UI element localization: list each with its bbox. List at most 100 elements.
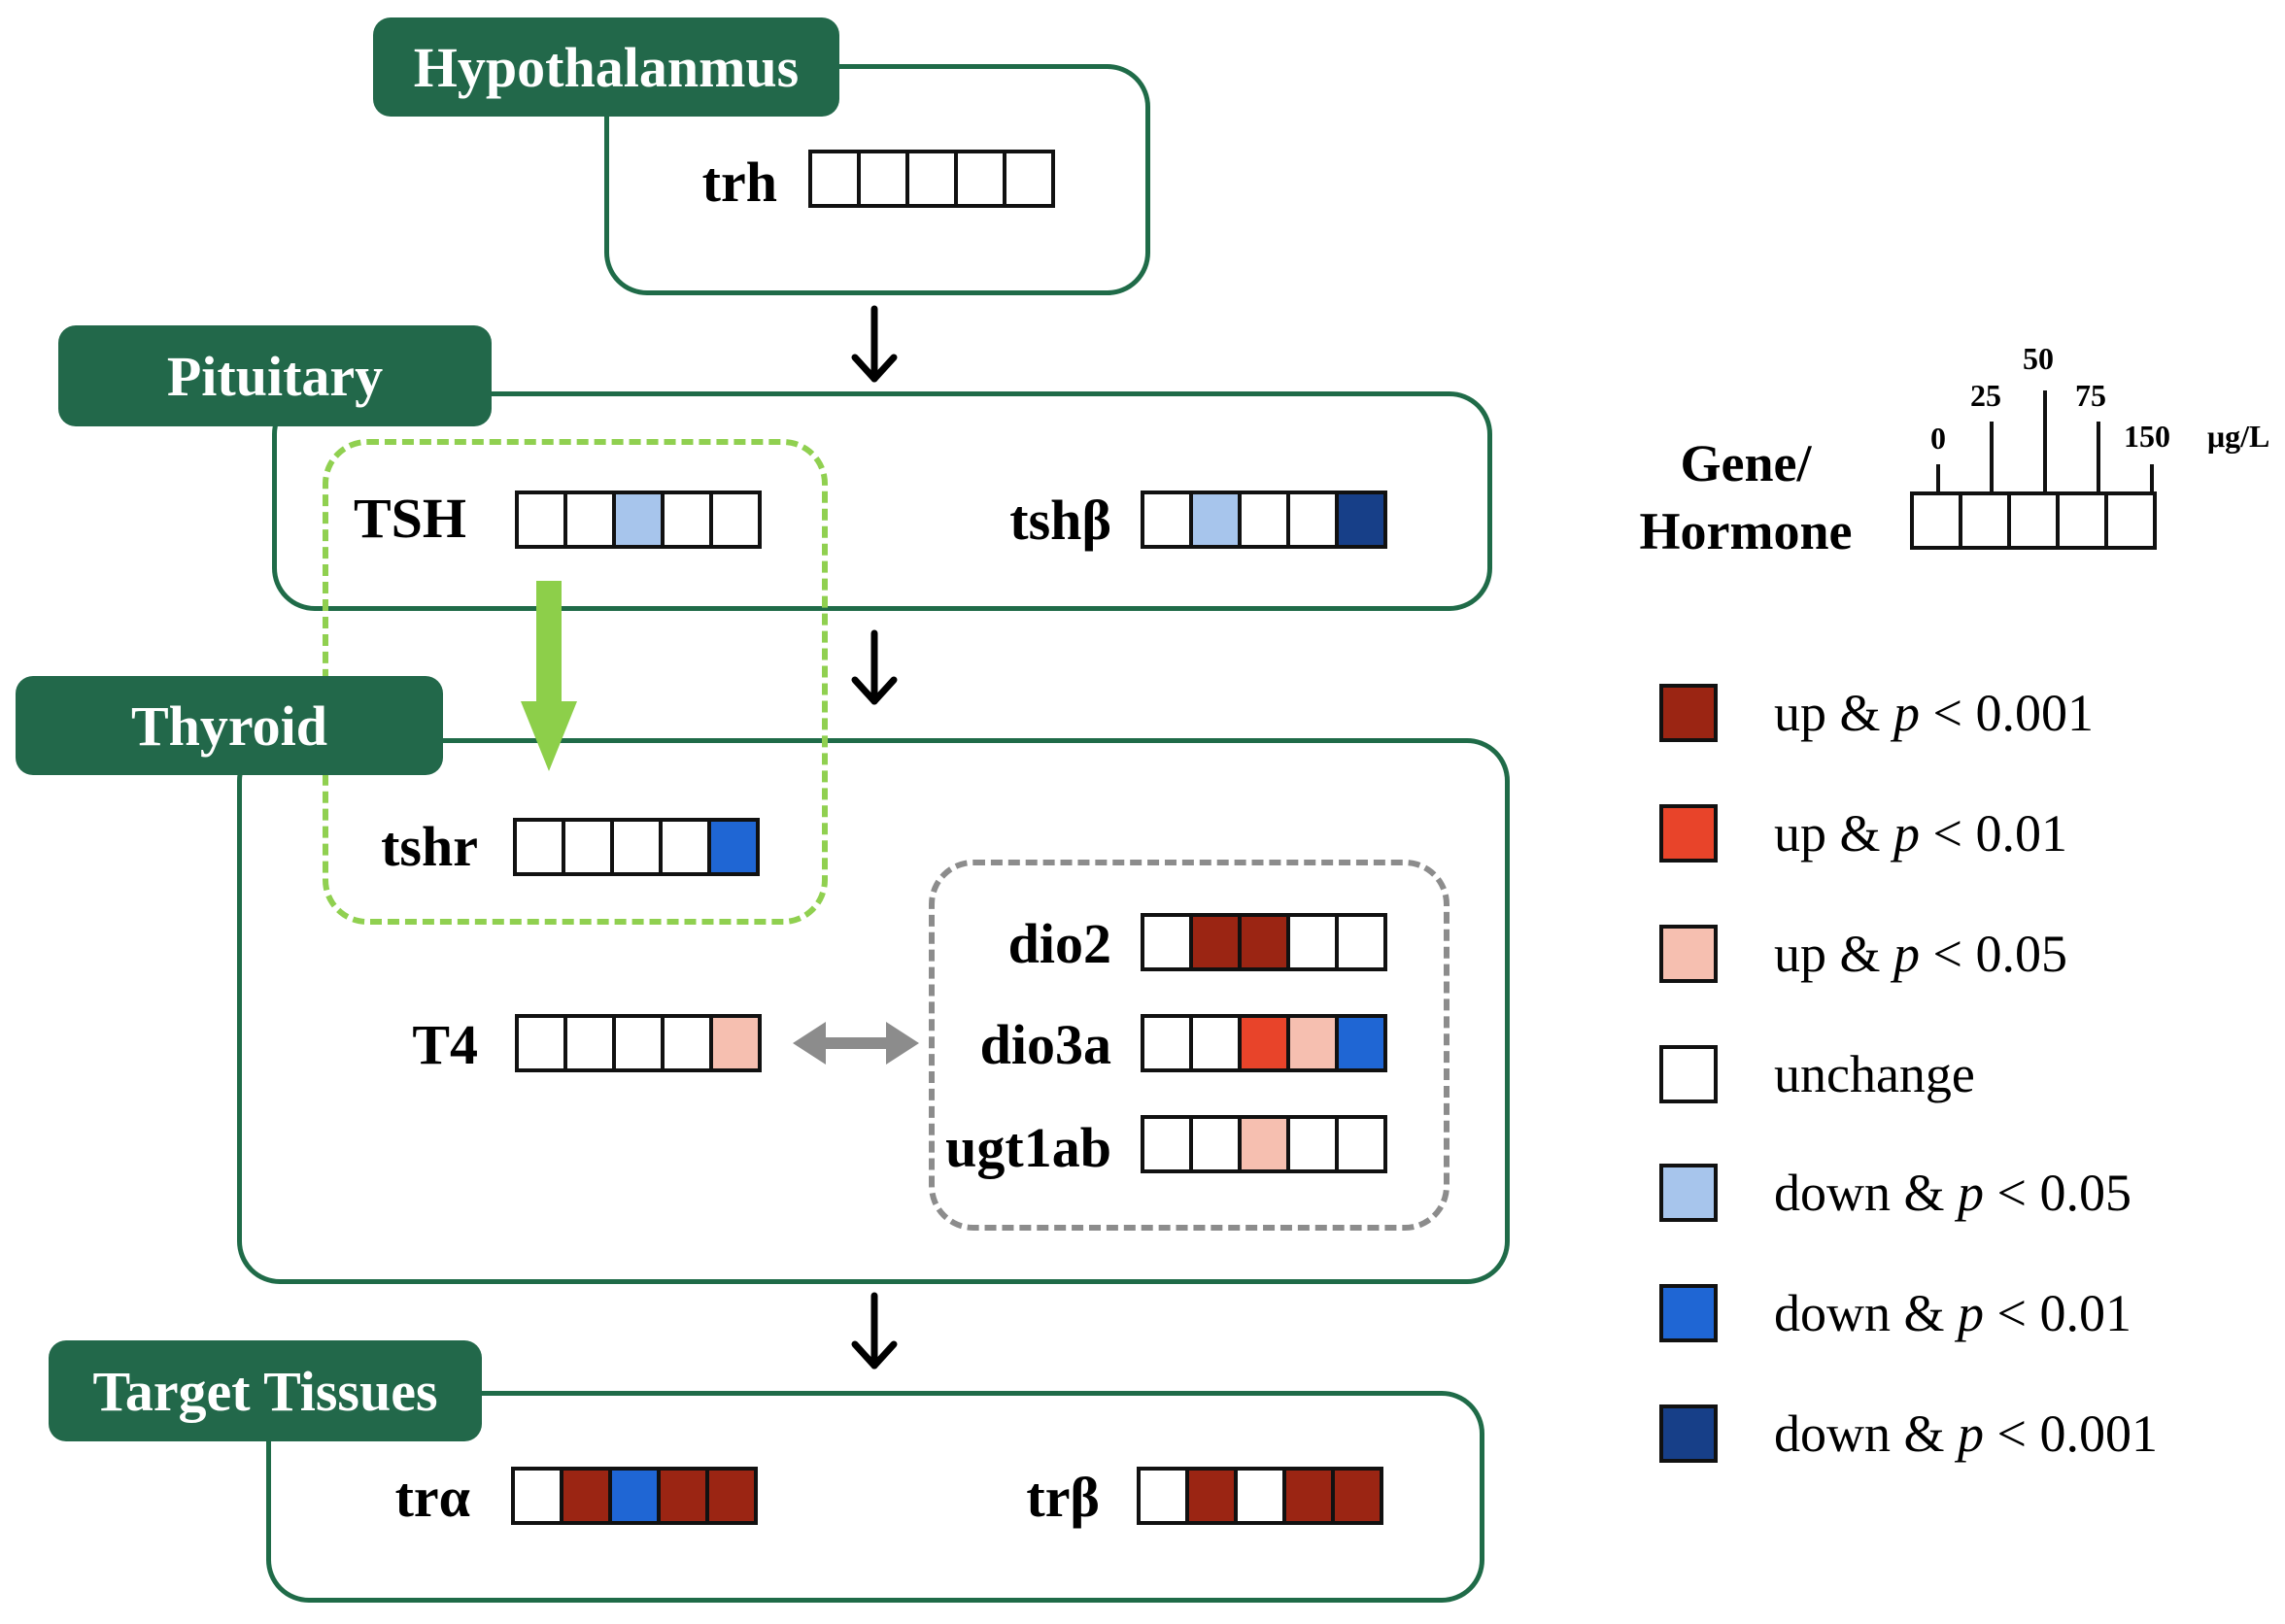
concentration-label-75: 75: [2075, 378, 2106, 413]
legend-swatch-up-p01: [1659, 804, 1718, 863]
trh-cell-25: [857, 150, 909, 208]
tshb-cell-0: [1141, 491, 1193, 549]
trb-cell-150: [1331, 1467, 1383, 1525]
thyroid-tab: Thyroid: [16, 676, 443, 775]
tra-cell-150: [705, 1467, 758, 1525]
flow-arrow-hypothalamus-pituitary: [851, 305, 898, 383]
legend-label-down-p001: down & p < 0.001: [1774, 1404, 2158, 1463]
trh-cell-75: [954, 150, 1006, 208]
legend-label-down-p05: down & p < 0.05: [1774, 1164, 2132, 1222]
t4-cell-25: [563, 1014, 616, 1072]
dio3a-cell-75: [1286, 1014, 1339, 1072]
t4-deiodinase-double-arrow: [793, 1022, 919, 1065]
hormone-cells-tsh: [515, 491, 762, 549]
tsh-cell-25: [563, 491, 616, 549]
key-cell-0: [1910, 491, 1962, 550]
gene-cells-ugt1ab: [1141, 1115, 1387, 1173]
target-tissues-region: [266, 1391, 1484, 1603]
gene-label-trb: trβ: [1026, 1466, 1100, 1529]
ugt1ab-cell-25: [1189, 1115, 1242, 1173]
gene-label-tshb: tshβ: [1009, 489, 1111, 552]
trb-cell-75: [1282, 1467, 1335, 1525]
tshb-cell-150: [1335, 491, 1387, 549]
gene-label-tra: trα: [394, 1466, 470, 1529]
tshr-cell-75: [659, 818, 711, 876]
key-label-line1: Gene/: [1680, 434, 1812, 492]
gene-label-dio2: dio2: [1007, 912, 1111, 975]
tshr-cell-50: [610, 818, 663, 876]
tra-cell-50: [608, 1467, 661, 1525]
pituitary-region: [272, 391, 1492, 611]
tsh-cell-0: [515, 491, 567, 549]
gene-label-trh: trh: [701, 151, 777, 214]
trh-cell-0: [808, 150, 861, 208]
pituitary-title: Pituitary: [166, 344, 384, 408]
gene-cells-dio3a: [1141, 1014, 1387, 1072]
gene-cells-trb: [1137, 1467, 1383, 1525]
key-cell-75: [2056, 491, 2108, 550]
key-tick-marks: [1936, 390, 2154, 491]
ugt1ab-cell-0: [1141, 1115, 1193, 1173]
tshr-cell-25: [562, 818, 614, 876]
t4-cell-0: [515, 1014, 567, 1072]
gene-cells-dio2: [1141, 913, 1387, 971]
dio3a-cell-150: [1335, 1014, 1387, 1072]
key-cell-150: [2104, 491, 2157, 550]
concentration-label-0: 0: [1930, 421, 1946, 456]
concentration-unit: μg/L: [2207, 419, 2270, 454]
gene-label-tshr: tshr: [381, 815, 478, 878]
key-cells: [1910, 491, 2157, 550]
t4-cell-150: [709, 1014, 762, 1072]
dio2-cell-0: [1141, 913, 1193, 971]
thyroid-region: [237, 738, 1510, 1284]
flow-arrow-thyroid-target: [851, 1292, 898, 1370]
legend-label-up-p001: up & p < 0.001: [1774, 684, 2094, 742]
trh-cell-50: [905, 150, 958, 208]
hypothalamus-region: [604, 64, 1150, 295]
gene-cells-tshr: [513, 818, 760, 876]
tra-cell-0: [511, 1467, 563, 1525]
tshr-cell-0: [513, 818, 565, 876]
ugt1ab-cell-150: [1335, 1115, 1387, 1173]
tsh-to-tshr-arrow: [521, 581, 577, 771]
dio3a-cell-0: [1141, 1014, 1193, 1072]
ugt1ab-cell-50: [1238, 1115, 1290, 1173]
key-cell-50: [2007, 491, 2060, 550]
hypothalamus-tab: Hypothalanmus: [373, 17, 839, 117]
tsh-cell-150: [709, 491, 762, 549]
legend-swatch-down-p001: [1659, 1404, 1718, 1463]
legend-swatch-down-p01: [1659, 1284, 1718, 1342]
tshb-cell-50: [1238, 491, 1290, 549]
gene-label-ugt1ab: ugt1ab: [945, 1116, 1111, 1179]
legend-label-up-p05: up & p < 0.05: [1774, 925, 2067, 983]
tra-cell-75: [657, 1467, 709, 1525]
deiodinase-group: [929, 860, 1449, 1231]
tshb-cell-75: [1286, 491, 1339, 549]
dio3a-cell-25: [1189, 1014, 1242, 1072]
thyroid-title: Thyroid: [130, 694, 327, 758]
hormone-label-tsh: TSH: [353, 487, 466, 550]
legend-swatch-up-p05: [1659, 925, 1718, 983]
trb-cell-0: [1137, 1467, 1189, 1525]
hypothalamus-title: Hypothalanmus: [413, 35, 800, 99]
trb-cell-50: [1234, 1467, 1286, 1525]
target-tissues-tab: Target Tissues: [49, 1340, 482, 1441]
hormone-label-t4: T4: [412, 1013, 478, 1076]
t4-cell-75: [661, 1014, 713, 1072]
pituitary-tab: Pituitary: [58, 325, 492, 426]
flow-arrow-pituitary-thyroid: [851, 629, 898, 705]
key-label: Gene/ Hormone: [1624, 429, 1867, 565]
gene-label-dio3a: dio3a: [979, 1013, 1111, 1076]
t4-cell-50: [612, 1014, 665, 1072]
target-tissues-title: Target Tissues: [92, 1359, 438, 1423]
dio2-cell-150: [1335, 913, 1387, 971]
key-label-line2: Hormone: [1639, 502, 1853, 560]
dio3a-cell-50: [1238, 1014, 1290, 1072]
dio2-cell-50: [1238, 913, 1290, 971]
tsh-cell-75: [661, 491, 713, 549]
gene-cells-trh: [808, 150, 1055, 208]
legend-swatch-down-p05: [1659, 1164, 1718, 1222]
legend-label-down-p01: down & p < 0.01: [1774, 1284, 2132, 1342]
